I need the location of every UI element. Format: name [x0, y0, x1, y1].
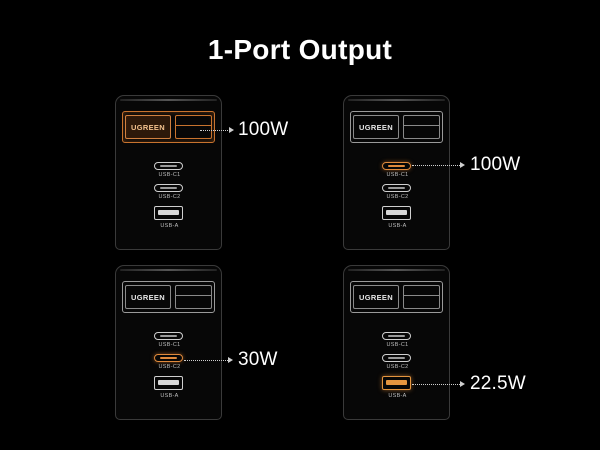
brand-plate: UGREEN — [125, 115, 171, 139]
usb-c1-port — [382, 332, 411, 340]
usb-c2-label: USB-C2 — [386, 364, 409, 370]
usb-a-port — [154, 376, 183, 390]
plug-module: UGREEN — [350, 281, 443, 313]
usb-c2-label: USB-C2 — [158, 194, 181, 200]
usb-c1-label: USB-C1 — [386, 342, 409, 348]
usb-c2-port — [154, 354, 183, 362]
brand-plate: UGREEN — [125, 285, 171, 309]
plug-module: UGREEN — [122, 281, 215, 313]
pointer-arrow — [228, 357, 233, 363]
usb-c1-label: USB-C1 — [158, 342, 181, 348]
usb-c1-port — [154, 162, 183, 170]
usb-c2-label: USB-C2 — [158, 364, 181, 370]
usb-a-port — [154, 206, 183, 220]
plug-pin — [175, 115, 212, 139]
pointer-arrow — [460, 162, 465, 168]
usb-c2-port — [154, 184, 183, 192]
usb-c2-port — [382, 184, 411, 192]
plug-module: UGREEN — [350, 111, 443, 143]
page-title: 1-Port Output — [207, 34, 393, 65]
brand-label: UGREEN — [131, 292, 165, 302]
usb-c1-port — [154, 332, 183, 340]
charger-top-right: UGREEN USB-C1 USB-C2 USB-A — [343, 95, 450, 250]
brand-plate: UGREEN — [353, 285, 399, 309]
pointer-arrow — [229, 127, 234, 133]
pointer-line — [184, 360, 228, 361]
brand-label: UGREEN — [359, 122, 393, 132]
usb-c1-label: USB-C1 — [158, 172, 181, 178]
plug-pin — [403, 115, 440, 139]
charger-top-left: UGREEN USB-C1 USB-C2 USB-A — [115, 95, 222, 250]
wattage-label: 100W — [470, 154, 521, 175]
wattage-label: 100W — [238, 119, 289, 140]
charger-bottom-left: UGREEN USB-C1 USB-C2 USB-A — [115, 265, 222, 420]
usb-a-label: USB-A — [160, 223, 179, 229]
usb-c1-port — [382, 162, 411, 170]
plug-pin — [175, 285, 212, 309]
pointer-line — [412, 384, 460, 385]
pointer-line — [412, 165, 460, 166]
pointer-arrow — [460, 381, 465, 387]
brand-plate: UGREEN — [353, 115, 399, 139]
usb-a-port — [382, 376, 411, 390]
plug-module: UGREEN — [122, 111, 215, 143]
usb-c2-label: USB-C2 — [386, 194, 409, 200]
brand-label: UGREEN — [359, 292, 393, 302]
plug-pin — [403, 285, 440, 309]
usb-a-label: USB-A — [388, 393, 407, 399]
usb-a-label: USB-A — [388, 223, 407, 229]
charger-bottom-right: UGREEN USB-C1 USB-C2 USB-A — [343, 265, 450, 420]
wattage-label: 30W — [238, 349, 278, 370]
usb-c1-label: USB-C1 — [386, 172, 409, 178]
pointer-line — [200, 130, 230, 131]
usb-c2-port — [382, 354, 411, 362]
wattage-label: 22.5W — [470, 373, 526, 394]
usb-a-port — [382, 206, 411, 220]
brand-label: UGREEN — [131, 122, 165, 132]
usb-a-label: USB-A — [160, 393, 179, 399]
